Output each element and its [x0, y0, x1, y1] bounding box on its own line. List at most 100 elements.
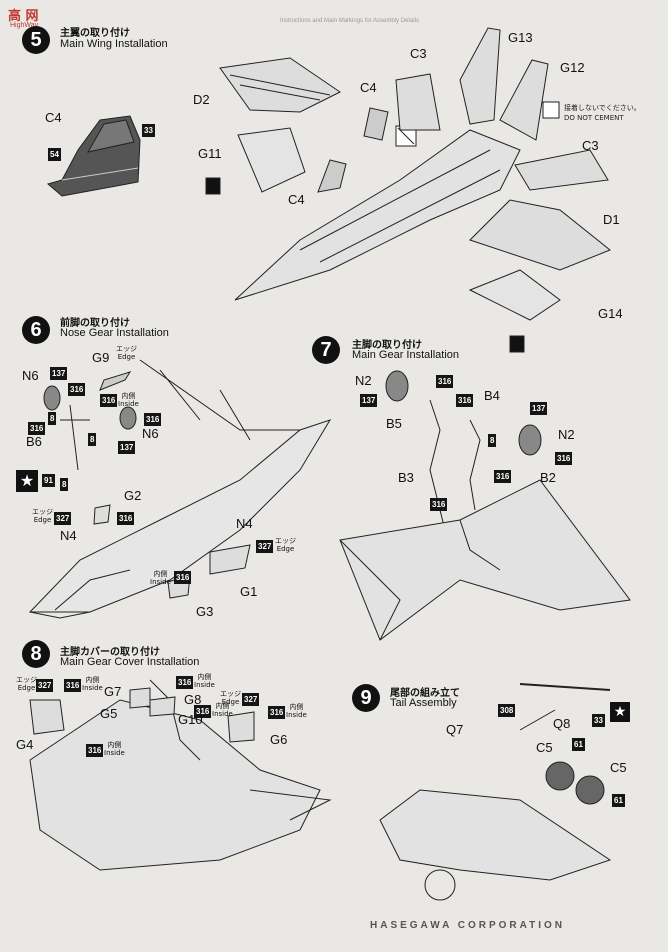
step-7-title-en: Main Gear Installation [352, 349, 459, 361]
color-badge-327-a: 327 [54, 512, 72, 525]
part-g12: G12 [560, 60, 585, 75]
color-badge-308: 308 [498, 704, 516, 717]
part-b4: B4 [484, 388, 500, 403]
color-badge-54: 54 [48, 148, 61, 161]
part-n6-left: N6 [22, 368, 39, 383]
color-badge-316-c: 316 [144, 413, 162, 426]
color-badge-8-a: 8 [48, 412, 57, 425]
part-b3: B3 [398, 470, 414, 485]
color-badge-316-b: 316 [100, 394, 118, 407]
part-q7: Q7 [446, 722, 464, 737]
part-n4-right: N4 [236, 516, 253, 531]
part-g7: G7 [104, 684, 122, 699]
part-q8: Q8 [553, 716, 571, 731]
step-9-title-en: Tail Assembly [390, 697, 457, 709]
part-g5: G5 [100, 706, 118, 721]
color-badge-327-b: 327 [256, 540, 274, 553]
color-badge-8-b: 8 [88, 433, 97, 446]
part-g6: G6 [270, 732, 288, 747]
color-badge-61-b: 61 [612, 794, 625, 807]
step-6-title-en: Nose Gear Installation [60, 327, 169, 339]
star-decal-icon: ★ [16, 470, 38, 492]
part-g3: G3 [196, 604, 214, 619]
color-badge-316-d: 316 [28, 422, 46, 435]
step-7-title-jp: 主脚の取り付け [352, 340, 422, 351]
color-badge-137-a: 137 [50, 367, 68, 380]
no-cement-jp: 接着しないでください。 [564, 104, 641, 112]
part-g4: G4 [16, 737, 34, 752]
part-g8: G8 [184, 692, 202, 707]
step-5-title-en: Main Wing Installation [60, 38, 168, 50]
color-badge-316-k: 316 [430, 498, 448, 511]
color-badge-316-g: 316 [436, 375, 454, 388]
part-g2: G2 [124, 488, 142, 503]
color-badge-316-a: 316 [68, 383, 86, 396]
part-c4-seat: C4 [45, 110, 62, 125]
color-badge-316-p: 316 [86, 744, 104, 757]
step-6-number: 6 [22, 316, 50, 344]
color-badge-327-c: 327 [36, 679, 54, 692]
step-8-title-en: Main Gear Cover Installation [60, 656, 200, 668]
part-g13: G13 [508, 30, 533, 45]
part-c3-lower: C3 [582, 138, 599, 153]
color-badge-137-c: 137 [360, 394, 378, 407]
color-badge-137-b: 137 [118, 441, 136, 454]
header-faint-text: Instructions and Main Markings for Assem… [280, 18, 420, 24]
color-badge-8-d: 8 [488, 434, 497, 447]
step-5-title-jp: 主翼の取り付け [60, 28, 130, 39]
part-d2: D2 [193, 92, 210, 107]
part-b5: B5 [386, 416, 402, 431]
part-n4-left: N4 [60, 528, 77, 543]
color-badge-316-h: 316 [456, 394, 474, 407]
color-badge-316-o: 316 [268, 706, 286, 719]
color-badge-316-f: 316 [174, 571, 192, 584]
footer-brand: HASEGAWA CORPORATION [370, 920, 566, 931]
step-6-title-jp: 前脚の取り付け [60, 318, 130, 329]
no-cement-en: DO NOT CEMENT [564, 114, 624, 122]
color-badge-316-i: 316 [555, 452, 573, 465]
step-8-title-jp: 主脚カバーの取り付け [60, 647, 160, 658]
part-c3-upper: C3 [410, 46, 427, 61]
part-g1: G1 [240, 584, 258, 599]
color-badge-327-d: 327 [242, 693, 260, 706]
part-g9: G9 [92, 350, 110, 365]
part-b6: B6 [26, 434, 42, 449]
site-logo-sub: HighWay [10, 22, 39, 29]
part-d1: D1 [603, 212, 620, 227]
color-badge-316-m: 316 [176, 676, 194, 689]
star-decal-icon-tail: ★ [610, 702, 630, 722]
color-badge-316-n: 316 [194, 705, 212, 718]
color-badge-8-c: 8 [60, 478, 69, 491]
color-badge-316-l: 316 [64, 679, 82, 692]
step-9-title-jp: 尾部の組み立て [390, 688, 460, 699]
step-7-number: 7 [312, 336, 340, 364]
step-5-number: 5 [22, 26, 50, 54]
part-c4-upper: C4 [360, 80, 377, 95]
step-8-number: 8 [22, 640, 50, 668]
part-n6-right: N6 [142, 426, 159, 441]
color-badge-316-e: 316 [117, 512, 135, 525]
part-c4-lower: C4 [288, 192, 305, 207]
color-badge-33: 33 [142, 124, 155, 137]
part-g10: G10 [178, 712, 203, 727]
color-badge-137-d: 137 [530, 402, 548, 415]
color-badge-33-b: 33 [592, 714, 605, 727]
color-badge-91: 91 [42, 474, 55, 487]
step-9-number: 9 [352, 684, 380, 712]
part-c5-left: C5 [536, 740, 553, 755]
part-b2: B2 [540, 470, 556, 485]
part-n2-left: N2 [355, 373, 372, 388]
site-logo: 高 网 [8, 9, 39, 24]
